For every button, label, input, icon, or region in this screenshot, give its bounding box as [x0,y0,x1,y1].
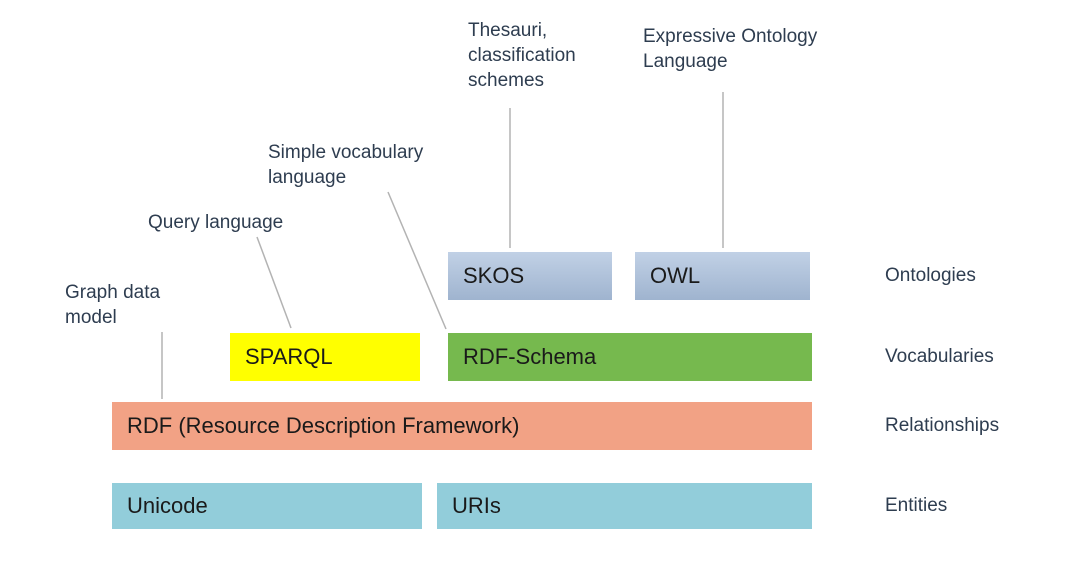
box-skos: SKOS [448,252,612,300]
layer-label-vocabularies: Vocabularies [885,346,994,367]
box-unicode-label: Unicode [127,493,208,518]
connector-simple-rdfschema [387,191,447,330]
annotation-expressive-ontology-language: Expressive Ontology Language [643,26,818,72]
box-rdf-schema-label: RDF-Schema [463,344,597,369]
box-uris-label: URIs [452,493,501,518]
box-sparql: SPARQL [230,333,420,381]
box-skos-label: SKOS [463,263,525,288]
layer-label-entities: Entities [885,495,948,516]
layer-label-ontologies: Ontologies [885,265,976,286]
box-rdf-label: RDF (Resource Description Framework) [127,413,520,438]
box-rdf-schema: RDF-Schema [448,333,812,381]
layer-label-relationships: Relationships [885,415,1000,436]
box-sparql-label: SPARQL [245,344,333,369]
annotation-graph-data-model: Graph data model [65,282,161,328]
connector-query-sparql [256,236,292,329]
box-owl: OWL [635,252,810,300]
box-unicode: Unicode [112,483,422,529]
annotation-simple-vocabulary-language: Simple vocabulary language [268,142,424,188]
box-owl-label: OWL [650,263,701,288]
box-uris: URIs [437,483,812,529]
annotation-thesauri-classification-schemes: Thesauri, classification schemes [468,20,576,91]
box-rdf: RDF (Resource Description Framework) [112,402,812,450]
annotation-query-language: Query language [148,212,284,233]
